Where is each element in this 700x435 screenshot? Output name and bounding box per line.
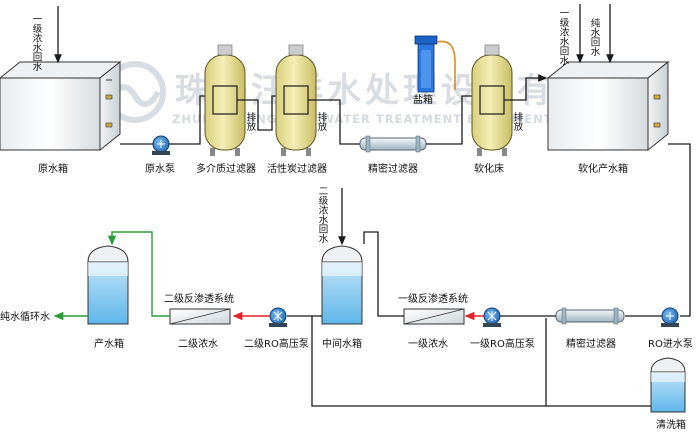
softened-water-tank bbox=[546, 60, 670, 152]
pure-water-loop-label: 纯水循环水 bbox=[0, 310, 50, 323]
cleaning-tank-label: 清洗箱 bbox=[656, 418, 686, 431]
ro2-high-pressure-pump-icon bbox=[269, 307, 287, 327]
pipe-segment bbox=[668, 143, 691, 317]
softener-vessel bbox=[471, 44, 513, 156]
ro1-system-label: 一级反渗透系统 bbox=[398, 292, 468, 305]
salt-tank-label: 盐箱 bbox=[413, 93, 433, 106]
drain-label-1: 排放 bbox=[245, 111, 257, 132]
raw-pump-label: 原水泵 bbox=[145, 163, 175, 175]
drain-label-2: 排放 bbox=[316, 111, 328, 132]
cleaning-tank bbox=[650, 357, 686, 413]
ro1-high-pressure-pump-icon bbox=[483, 307, 501, 327]
brine-line bbox=[436, 40, 456, 90]
carbon-filter-vessel bbox=[275, 44, 317, 156]
carbon-filter-label: 活性炭过滤器 bbox=[267, 162, 327, 175]
pipe-segment bbox=[504, 74, 548, 101]
pipe-segment bbox=[308, 99, 360, 145]
ro2-system-label: 二级反渗透系统 bbox=[164, 292, 234, 305]
product-water-tank bbox=[87, 245, 129, 325]
precision-filter-top-label: 精密过滤器 bbox=[368, 162, 418, 175]
primary-concentrate-return-label-1: 一级浓水回水 bbox=[31, 14, 43, 71]
raw-water-tank bbox=[0, 60, 122, 152]
product-tank-label: 产水箱 bbox=[94, 337, 124, 350]
pipe-segment bbox=[363, 231, 404, 317]
level-switch-icon bbox=[105, 79, 113, 128]
cleaning-pipe bbox=[311, 316, 651, 407]
ro2-membrane-unit bbox=[169, 308, 231, 325]
ro1-pump-label: 一级RO高压泵 bbox=[470, 337, 535, 350]
ro1-membrane-unit bbox=[403, 308, 465, 325]
ro2-pump-label: 二级RO高压泵 bbox=[244, 337, 309, 350]
middle-tank-label: 中间水箱 bbox=[322, 337, 362, 350]
ro2-concentrate-label: 二级浓水 bbox=[178, 338, 218, 350]
return-pipe bbox=[107, 231, 170, 317]
precision-filter-bottom bbox=[555, 307, 625, 325]
softened-tank-label: 软化产水箱 bbox=[578, 162, 628, 175]
secondary-concentrate-return-label: 二级浓水回水 bbox=[317, 186, 329, 243]
middle-water-tank bbox=[321, 245, 363, 325]
pipe-segment bbox=[237, 95, 280, 131]
level-switch-icon bbox=[653, 94, 661, 128]
ro-feed-pump-icon bbox=[661, 307, 679, 327]
drain-label-3: 排放 bbox=[512, 111, 524, 132]
pure-water-return-label: 纯水回水 bbox=[589, 17, 601, 56]
salt-tank-icon bbox=[414, 35, 438, 93]
precision-filter-top bbox=[359, 135, 427, 153]
softener-label: 软化床 bbox=[474, 162, 504, 175]
precision-filter-bottom-label: 精密过滤器 bbox=[566, 337, 616, 350]
raw-water-pump-icon bbox=[152, 135, 170, 155]
multimedia-filter-label: 多介质过滤器 bbox=[196, 162, 256, 175]
pipe-segment bbox=[426, 95, 475, 145]
raw-tank-label: 原水箱 bbox=[38, 162, 68, 175]
ro1-concentrate-label: 一级浓水 bbox=[408, 338, 448, 350]
primary-concentrate-return-label-2: 一级浓水回水 bbox=[558, 8, 570, 65]
ro-feed-pump-label: RO进水泵 bbox=[648, 338, 693, 350]
